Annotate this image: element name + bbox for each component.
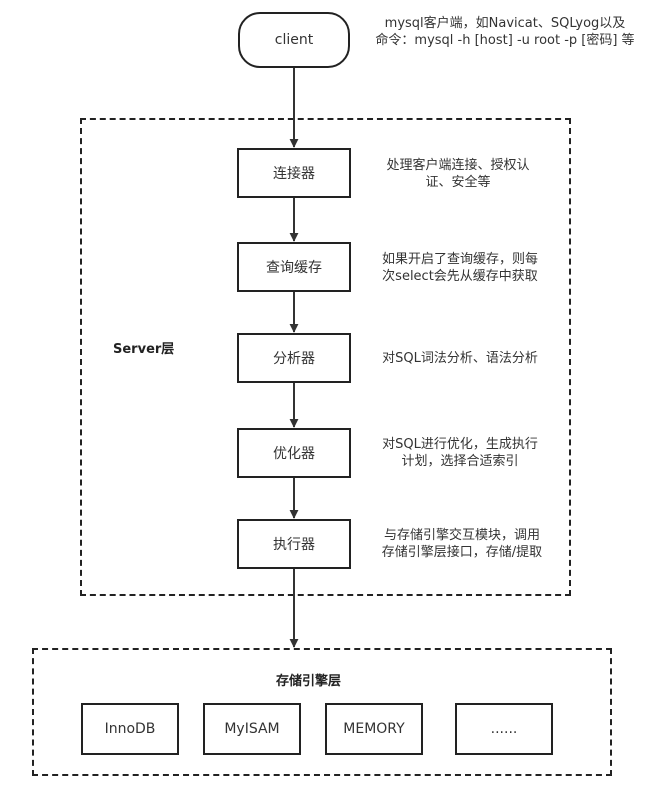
server-layer-label: Server层 [113,342,175,357]
analyzer-note: 对SQL词法分析、语法分析 [365,350,555,367]
optimizer-box: 优化器 [237,428,351,478]
client-note: mysql客户端，如Navicat、SQLyog以及 命令：mysql -h [… [360,15,650,49]
storage-layer-container [32,648,612,776]
analyzer-box: 分析器 [237,333,351,383]
client-note-line-1: mysql客户端，如Navicat、SQLyog以及 [384,16,626,31]
connector-note-line-2: 证、安全等 [425,175,491,190]
client-note-line-2: 命令：mysql -h [host] -u root -p [密码] 等 [375,33,635,48]
optimizer-label: 优化器 [273,446,315,462]
storage-layer-label: 存储引擎层 [276,674,342,689]
client-node: client [238,12,350,68]
executor-note: 与存储引擎交互模块，调用 存储引擎层接口，存储/提取 [365,527,559,561]
engine-myisam: MyISAM [203,703,301,755]
analyzer-note-line-1: 对SQL词法分析、语法分析 [382,351,538,366]
executor-label: 执行器 [273,537,315,553]
connector-note: 处理客户端连接、授权认 证、安全等 [368,157,548,191]
query-cache-note-line-2: 次select会先从缓存中获取 [382,269,538,284]
optimizer-note: 对SQL进行优化，生成执行 计划，选择合适索引 [365,436,555,470]
engine-memory-label: MEMORY [343,721,405,737]
executor-box: 执行器 [237,519,351,569]
query-cache-note: 如果开启了查询缓存，则每 次select会先从缓存中获取 [365,251,555,285]
connector-box: 连接器 [237,148,351,198]
analyzer-label: 分析器 [273,351,315,367]
optimizer-note-line-2: 计划，选择合适索引 [401,454,519,469]
query-cache-box: 查询缓存 [237,242,351,292]
engine-more: ...... [455,703,553,755]
engine-memory: MEMORY [325,703,423,755]
connector-note-line-1: 处理客户端连接、授权认 [386,158,530,173]
client-label: client [274,32,314,48]
engine-more-label: ...... [490,721,518,737]
optimizer-note-line-1: 对SQL进行优化，生成执行 [382,437,538,452]
engine-innodb-label: InnoDB [104,721,156,737]
query-cache-note-line-1: 如果开启了查询缓存，则每 [381,252,538,267]
executor-note-line-2: 存储引擎层接口，存储/提取 [381,545,543,560]
connector-label: 连接器 [273,166,315,182]
engine-innodb: InnoDB [81,703,179,755]
server-layer-container [80,118,571,596]
query-cache-label: 查询缓存 [266,260,322,276]
executor-note-line-1: 与存储引擎交互模块，调用 [383,528,540,543]
engine-myisam-label: MyISAM [224,721,280,737]
